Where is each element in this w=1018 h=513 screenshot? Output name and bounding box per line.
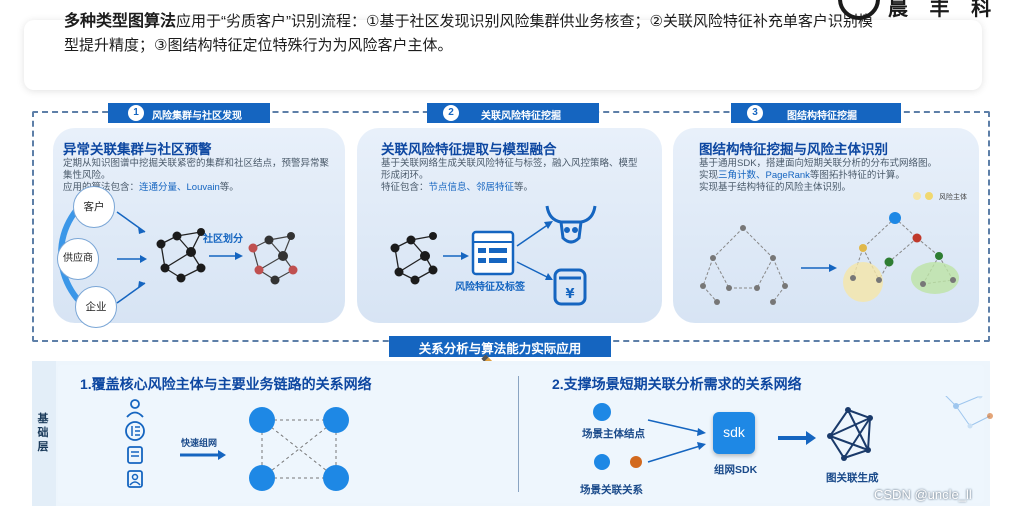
- card-1-algo-suffix: 等。: [219, 182, 239, 193]
- card-2-feat-prefix: 特征包含：: [381, 182, 429, 193]
- fast-network-label: 快速组网: [181, 438, 218, 448]
- card-3-desc: 基于通用SDK，搭建面向短期关联分析的分布式网络图。 实现三角计数、PageRa…: [699, 158, 967, 194]
- card-3-desc2-suffix: 等图拓扑特征的计算。: [809, 170, 905, 181]
- card-community-detection: 异常关联集群与社区预警 定期从知识图谱中挖掘关联紧密的集群和社区结点，预警异常聚…: [53, 128, 345, 328]
- card-2-features: 特征包含：节点信息、邻居特征等。: [381, 182, 641, 194]
- base-layer-label: 基础层: [37, 413, 49, 453]
- card-3-desc-line-2: 实现三角计数、PageRank等图拓扑特征的计算。: [699, 170, 967, 182]
- supplier-icon: [124, 420, 146, 445]
- graph-network-icon: [828, 408, 872, 460]
- base-left-title: 1.覆盖核心风险主体与主要业务链路的关系网络: [80, 376, 372, 392]
- card-3-desc-line-3: 实现基于结构特征的风险主体识别。: [699, 182, 852, 193]
- node-customer: 客户: [73, 186, 115, 228]
- card-2-diagram: ¥: [390, 205, 597, 306]
- step-bar-1: 1 风险集群与社区发现: [108, 103, 270, 123]
- invoice-icon: [124, 444, 146, 469]
- card-2-desc-line: 基于关联网络生成关联风险特征与标签，融入风控策略、模型形成闭环。: [381, 158, 638, 181]
- step-bar-3: 3 图结构特征挖掘: [731, 103, 901, 123]
- badge-icon: [124, 468, 146, 493]
- step-label-1: 风险集群与社区发现: [152, 111, 242, 122]
- intro-text: 多种类型图算法应用于“劣质客户”识别流程：①基于社区发现识别风险集群供业务核查；…: [64, 10, 884, 58]
- step-number-3: 3: [747, 105, 763, 121]
- scene-entity-label: 场景主体结点: [582, 428, 645, 440]
- network-decor-icon: [945, 396, 991, 427]
- money-bag-icon: ¥: [553, 268, 587, 306]
- card-1-algo-highlight: 连通分量、Louvain: [139, 182, 220, 193]
- base-right-diagram: [593, 396, 993, 470]
- risk-feature-label: 风险特征及标签: [455, 282, 525, 293]
- application-banner: 关系分析与算法能力实际应用: [389, 336, 611, 357]
- node-enterprise: 企业: [75, 286, 117, 328]
- arrow-label-community: 社区划分: [203, 234, 243, 245]
- card-3-desc-line-1: 基于通用SDK，搭建面向短期关联分析的分布式网络图。: [699, 158, 938, 169]
- card-2-desc: 基于关联网络生成关联风险特征与标签，融入风控策略、模型形成闭环。 特征包含：节点…: [381, 158, 641, 194]
- card-graph-structure: 图结构特征挖掘与风险主体识别 基于通用SDK，搭建面向短期关联分析的分布式网络图…: [673, 128, 979, 323]
- intro-rest: 应用于“劣质客户”识别流程：①基于社区发现识别风险集群供业务核查；②关联风险特征…: [64, 13, 873, 54]
- base-layer-side: [32, 361, 56, 506]
- step-number-2: 2: [443, 105, 459, 121]
- risk-entity-legend: 风险主体: [939, 194, 967, 201]
- step-label-3: 图结构特征挖掘: [787, 111, 857, 122]
- step-bar-2: 2 关联风险特征挖掘: [427, 103, 599, 123]
- scene-relation-label: 场景关联关系: [580, 484, 643, 496]
- base-left-diagram: [180, 407, 349, 491]
- card-1-desc-line: 定期从知识图谱中挖掘关联紧密的集群和社区结点，预警异常聚集性风险。: [63, 158, 330, 181]
- card-2-feat-suffix: 等。: [514, 182, 534, 193]
- svg-text:¥: ¥: [565, 287, 574, 302]
- intro-bold: 多种类型图算法: [64, 13, 177, 30]
- graph-generation-label: 图关联生成: [826, 472, 879, 484]
- card-3-desc2-prefix: 实现: [699, 170, 719, 181]
- card-1-title: 异常关联集群与社区预警: [63, 142, 212, 157]
- card-3-title: 图结构特征挖掘与风险主体识别: [699, 142, 888, 157]
- sdk-label: 组网SDK: [714, 464, 758, 476]
- watermark: CSDN @uncle_ll: [874, 487, 972, 502]
- card-2-title: 关联风险特征提取与模型融合: [381, 142, 557, 157]
- node-supplier: 供应商: [57, 238, 99, 280]
- card-feature-mining: 关联风险特征提取与模型融合 基于关联网络生成关联风险特征与标签，融入风控策略、模…: [357, 128, 662, 323]
- step-number-1: 1: [128, 105, 144, 121]
- card-3-diagram: [700, 192, 959, 305]
- base-right-title: 2.支撑场景短期关联分析需求的关系网络: [552, 376, 802, 392]
- person-icon: [124, 398, 146, 421]
- card-3-desc2-highlight: 三角计数、PageRank: [718, 170, 810, 181]
- step-label-2: 关联风险特征挖掘: [481, 111, 561, 122]
- sdk-icon: sdk: [713, 412, 755, 454]
- bull-icon: [545, 205, 597, 244]
- intro-card: [24, 20, 982, 90]
- card-2-feat-highlight: 节点信息、邻居特征: [428, 182, 515, 193]
- base-divider: [518, 376, 519, 492]
